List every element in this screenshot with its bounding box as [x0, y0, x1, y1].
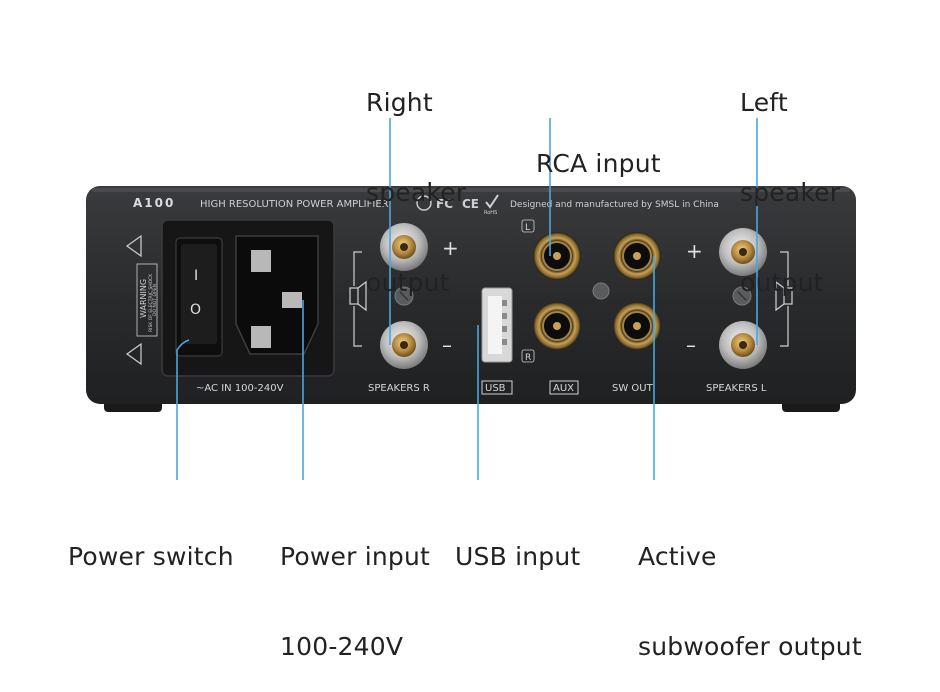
warning-line2: DO NOT OPEN [152, 284, 158, 316]
sw-out-label: SW OUT [612, 383, 654, 394]
callout-power-switch-line1: Power switch [68, 542, 234, 571]
ch-r-label: R [525, 353, 531, 363]
leader-lines [176, 118, 758, 480]
warning-line1: RISK OF ELECTRIC SHOCK [148, 273, 154, 332]
callout-usb-input-line1: USB input [455, 542, 581, 571]
aux-label-box [549, 380, 579, 395]
callout-power-switch: Power switch [68, 482, 234, 602]
diagram: A100 HIGH RESOLUTION POWER AMPLIFIER FC … [68, 28, 862, 661]
callout-left-speaker-line1: Left [740, 88, 788, 117]
callout-left-speaker-line2: speaker [740, 178, 841, 207]
manufacturer-text: Designed and manufactured by SMSL in Chi… [510, 200, 719, 210]
power-switch[interactable]: I O [175, 237, 223, 357]
callout-subwoofer-line1: Active [638, 542, 717, 571]
usb-label-box [481, 380, 513, 395]
speaker-l-minus: – [686, 333, 696, 357]
amplifier-rear-panel: A100 HIGH RESOLUTION POWER AMPLIFIER FC … [86, 118, 856, 480]
callout-power-input: Power input 100-240V [280, 482, 430, 692]
sw-out-jacks[interactable] [613, 232, 661, 350]
cert-icons: FC CE RoHS [416, 194, 499, 216]
speaker-l-plus: + [686, 239, 703, 263]
iec-power-socket[interactable] [235, 235, 319, 355]
callout-power-input-line1: Power input [280, 542, 431, 571]
warning-label: WARNING RISK OF ELECTRIC SHOCK DO NOT OP… [125, 234, 158, 366]
callout-subwoofer-line2: subwoofer output [638, 632, 862, 661]
chassis-top-edge [92, 188, 850, 192]
speaker-r-minus: – [442, 333, 452, 357]
speaker-l-terminals[interactable] [719, 228, 767, 369]
speaker-r-terminals[interactable] [380, 223, 428, 369]
switch-off-mark: O [190, 302, 201, 318]
callout-rca-input: RCA input [536, 89, 661, 209]
callout-right-speaker: Right speaker output [366, 28, 466, 328]
callout-rca-input-line1: RCA input [536, 149, 661, 178]
callout-usb-input: USB input [455, 482, 580, 602]
rca-aux-inputs[interactable] [533, 232, 581, 350]
usb-port[interactable] [481, 287, 513, 363]
ground-screw [592, 282, 610, 300]
brand-logo: A100 [133, 196, 175, 210]
cert-fc: FC [436, 197, 453, 211]
switch-on-mark: I [194, 268, 198, 284]
cert-ce: CE [462, 197, 479, 211]
usb-label: USB [485, 383, 506, 394]
ch-r-box [521, 349, 535, 363]
callout-subwoofer: Active subwoofer output [638, 482, 862, 692]
speakers-r-label: SPEAKERS R [368, 383, 430, 394]
speaker-l-symbol [775, 251, 793, 347]
ac-in-label: ~AC IN 100-240V [196, 383, 284, 394]
ch-l-label: L [525, 223, 530, 233]
leader-power-switch [176, 339, 190, 480]
cert-rohs: RoHS [484, 210, 497, 216]
ch-l-box [521, 219, 535, 233]
callout-left-speaker-line3: output [740, 268, 824, 297]
model-line: HIGH RESOLUTION POWER AMPLIFIER [200, 199, 389, 210]
callout-right-speaker-line1: Right [366, 88, 433, 117]
speaker-r-symbol [349, 251, 367, 347]
aux-label: AUX [553, 383, 574, 394]
callout-left-speaker: Left speaker output [740, 28, 840, 328]
callout-right-speaker-line2: speaker [366, 178, 467, 207]
speaker-r-plus: + [442, 236, 459, 260]
callout-right-speaker-line3: output [366, 268, 450, 297]
callout-power-input-line2: 100-240V [280, 632, 404, 661]
speakers-l-label: SPEAKERS L [706, 383, 767, 394]
warning-title: WARNING [139, 279, 148, 318]
